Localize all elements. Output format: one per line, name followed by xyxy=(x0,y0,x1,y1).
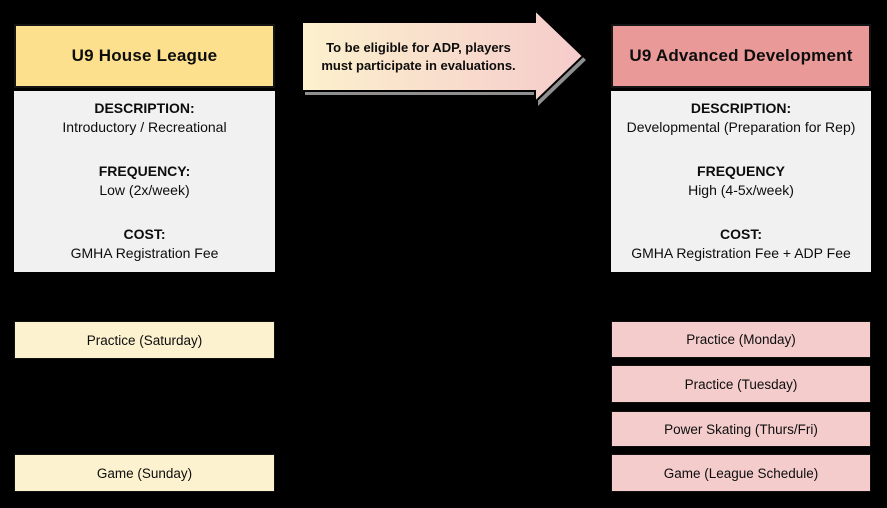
description-label: DESCRIPTION: xyxy=(94,100,195,116)
schedule-item-label: Practice (Tuesday) xyxy=(684,376,798,392)
adp-schedule-practice-monday: Practice (Monday) xyxy=(611,321,871,358)
advanced-development-description-group: DESCRIPTION: Developmental (Preparation … xyxy=(611,99,871,137)
cost-value: GMHA Registration Fee xyxy=(70,245,219,261)
arrow-caption-line2: must participate in evaluations. xyxy=(321,57,516,73)
schedule-item-label: Practice (Monday) xyxy=(686,332,796,347)
adp-schedule-game-league: Game (League Schedule) xyxy=(611,454,871,492)
advanced-development-info-box: DESCRIPTION: Developmental (Preparation … xyxy=(611,91,871,272)
description-value: Introductory / Recreational xyxy=(62,119,227,135)
cost-label: COST: xyxy=(123,226,166,242)
arrow-caption-line1: To be eligible for ADP, players xyxy=(326,39,511,55)
house-league-info-box: DESCRIPTION: Introductory / Recreational… xyxy=(14,91,275,272)
schedule-item-label: Practice (Saturday) xyxy=(86,332,203,348)
arrow-body xyxy=(301,7,585,105)
cost-value: GMHA Registration Fee + ADP Fee xyxy=(631,245,851,261)
arrow-caption: To be eligible for ADP, players must par… xyxy=(302,22,535,91)
frequency-value: High (4-5x/week) xyxy=(688,182,794,198)
cost-label: COST: xyxy=(720,226,762,242)
adp-schedule-power-skating: Power Skating (Thurs/Fri) xyxy=(611,411,871,447)
advanced-development-frequency-group: FREQUENCY High (4-5x/week) xyxy=(611,162,871,200)
frequency-label: FREQUENCY: xyxy=(98,163,191,179)
house-league-description-group: DESCRIPTION: Introductory / Recreational xyxy=(14,99,275,137)
schedule-item-label: Game (Sunday) xyxy=(96,465,193,481)
right-arrow-icon xyxy=(301,7,586,106)
house-league-schedule-practice-saturday: Practice (Saturday) xyxy=(14,321,275,359)
advanced-development-title: U9 Advanced Development xyxy=(629,46,853,65)
frequency-value: Low (2x/week) xyxy=(99,182,190,198)
schedule-item-label: Power Skating (Thurs/Fri) xyxy=(664,421,818,437)
schedule-item-label: Game (League Schedule) xyxy=(663,465,819,481)
house-league-title: U9 House League xyxy=(71,46,218,65)
description-label: DESCRIPTION: xyxy=(690,100,792,116)
advanced-development-cost-group: COST: GMHA Registration Fee + ADP Fee xyxy=(611,225,871,263)
advanced-development-header: U9 Advanced Development xyxy=(611,24,871,88)
house-league-cost-group: COST: GMHA Registration Fee xyxy=(14,225,275,263)
description-value: Developmental (Preparation for Rep) xyxy=(626,119,856,135)
adp-schedule-practice-tuesday: Practice (Tuesday) xyxy=(611,365,871,403)
house-league-frequency-group: FREQUENCY: Low (2x/week) xyxy=(14,162,275,200)
house-league-schedule-game-sunday: Game (Sunday) xyxy=(14,454,275,492)
frequency-label: FREQUENCY xyxy=(697,163,785,179)
house-league-header: U9 House League xyxy=(14,24,275,88)
